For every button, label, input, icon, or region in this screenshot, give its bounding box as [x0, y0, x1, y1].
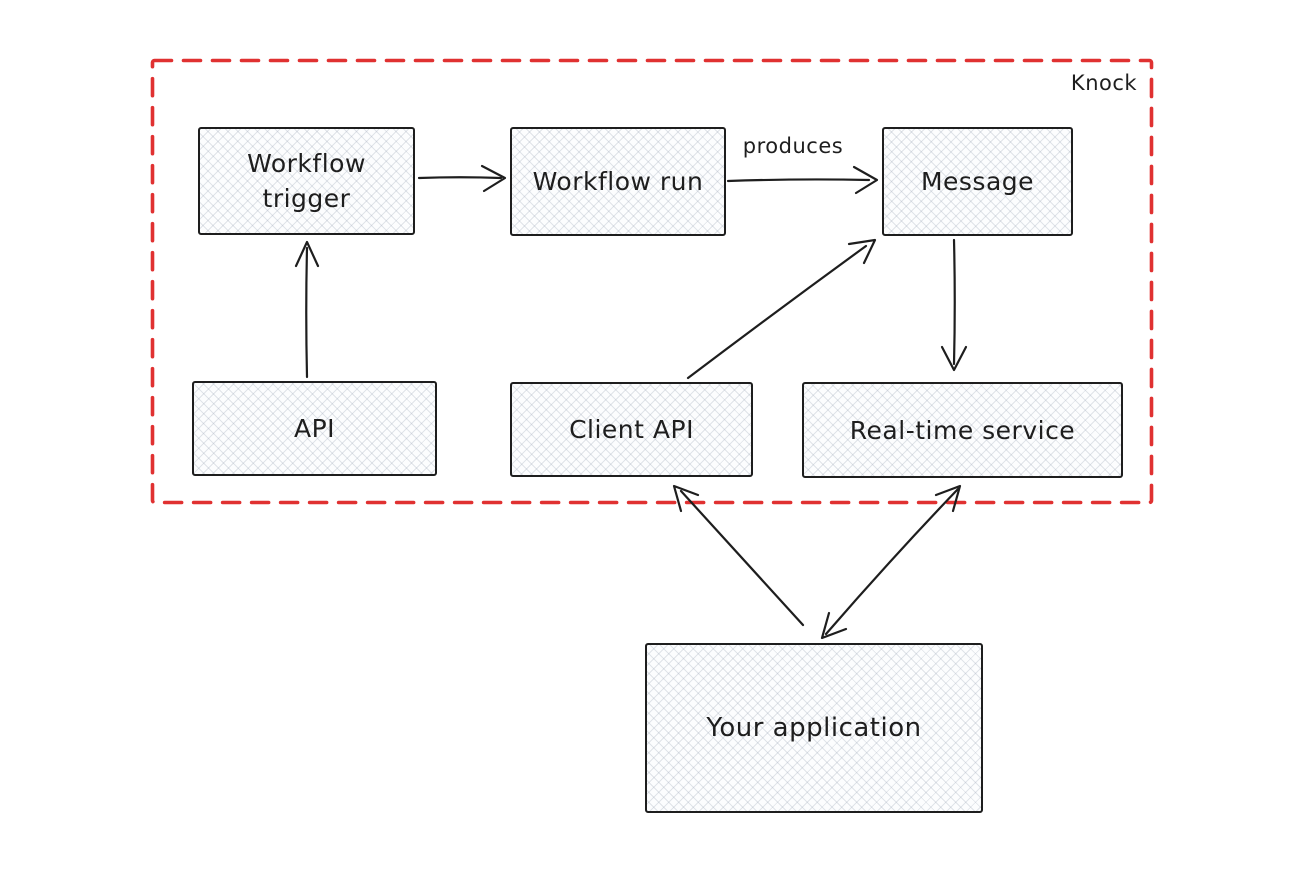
node-realtime-service-label: Real-time service [849, 415, 1076, 445]
arrow-your-application-to-client-api [672, 484, 805, 627]
edge-label-produces: produces [742, 134, 844, 158]
node-client-api: Client API [510, 382, 753, 477]
arrow-api-to-workflow-trigger [294, 240, 320, 379]
arrow-message-to-realtime-service [940, 238, 968, 372]
node-your-application: Your application [645, 643, 983, 813]
arrow-client-api-to-message [686, 238, 877, 380]
node-message: Message [882, 127, 1073, 236]
arrow-realtime-service-your-application-bidirectional [820, 484, 962, 640]
node-workflow-run-label: Workflow run [532, 167, 704, 196]
arrow-workflow-trigger-to-workflow-run [417, 164, 507, 193]
node-api-label: API [293, 414, 336, 443]
node-workflow-run: Workflow run [510, 127, 726, 236]
node-client-api-label: Client API [569, 415, 694, 444]
knock-frame-label: Knock [1070, 71, 1138, 95]
node-realtime-service: Real-time service [802, 382, 1123, 478]
node-your-application-label: Your application [706, 712, 922, 743]
node-workflow-trigger: Workflow trigger [198, 127, 415, 235]
node-api: API [192, 381, 437, 476]
node-message-label: Message [920, 167, 1035, 196]
node-workflow-trigger-label: Workflow trigger [247, 149, 366, 213]
arrow-workflow-run-to-message [726, 165, 879, 195]
